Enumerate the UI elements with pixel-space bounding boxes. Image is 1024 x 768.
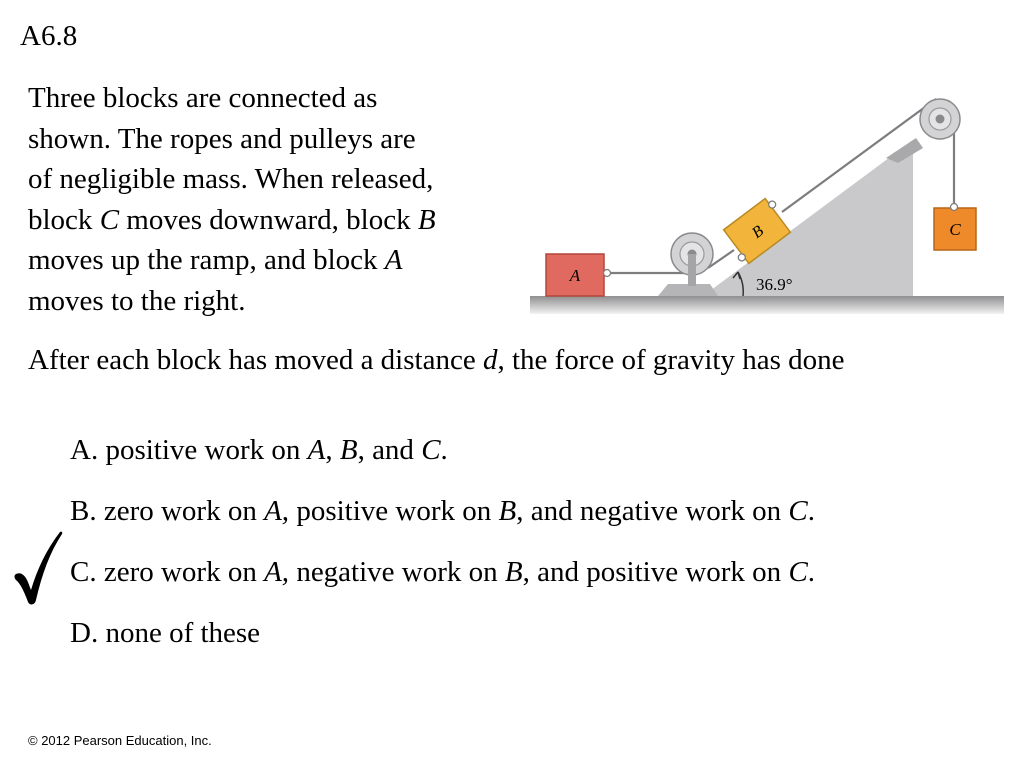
answer-choice-b[interactable]: B. zero work on A, positive work on B, a… <box>70 491 815 531</box>
italic-text: B <box>417 203 436 236</box>
rope-b-lower <box>707 249 735 269</box>
text-run: . <box>440 434 448 466</box>
block-b: B <box>722 197 792 265</box>
italic-text: C <box>99 203 120 236</box>
text-run: , and <box>357 434 422 466</box>
answer-choice-a[interactable]: A. positive work on A, B, and C. <box>70 430 448 470</box>
checkmark-shape <box>14 531 63 605</box>
text-run: Three blocks are connected as <box>28 82 378 114</box>
question-prompt: After each block has moved a distance d,… <box>28 340 845 380</box>
block-a: A <box>545 253 612 297</box>
top-pulley-bracket <box>886 138 923 163</box>
question-line: moves to the right. <box>28 281 518 322</box>
floor <box>530 296 1004 314</box>
rope-b-upper <box>781 98 937 213</box>
text-run: D. none of these <box>70 617 261 649</box>
slide-number: A6.8 <box>20 20 78 52</box>
block-c: C <box>933 202 977 251</box>
text-run: , and negative work on <box>516 495 789 527</box>
question-line: Three blocks are connected as <box>28 78 518 119</box>
text-run: moves to the right. <box>28 284 246 317</box>
text-run: moves up the ramp, and block <box>28 244 385 276</box>
text-run: of negligible mass. When released, <box>28 163 434 195</box>
answer-choice-d[interactable]: D. none of these <box>70 613 260 653</box>
italic-text: A <box>384 244 403 276</box>
question-line: shown. The ropes and pulleys are <box>28 119 518 160</box>
italic-text: A, <box>264 495 290 527</box>
text-run: negative work on <box>289 556 505 588</box>
question-line: moves up the ramp, and block A <box>28 240 518 281</box>
text-run: , the force of gravity has done <box>497 344 845 376</box>
angle-arrowhead <box>732 271 741 280</box>
checkmark-icon <box>14 531 63 605</box>
text-run: C. zero work on <box>70 556 265 588</box>
italic-text: A <box>307 434 326 466</box>
text-run: B. zero work on <box>70 495 265 527</box>
angle-label: 36.9° <box>756 275 793 294</box>
text-run: After each block has moved a distance <box>28 344 483 376</box>
lower-pulley-base <box>658 284 718 296</box>
blocks-pulley-diagram: 36.9° A C B <box>530 98 1004 314</box>
text-run: , and positive work on <box>522 556 789 588</box>
italic-text: B <box>504 556 523 588</box>
question-line: block C moves downward, block B <box>28 200 518 241</box>
answer-choice-c[interactable]: C. zero work on A, negative work on B, a… <box>70 552 815 592</box>
ramp <box>703 140 913 296</box>
italic-text: d <box>482 344 498 376</box>
block-a-label: A <box>569 266 581 285</box>
question-text: Three blocks are connected as shown. The… <box>28 78 518 321</box>
lower-pulley <box>670 232 714 286</box>
italic-text: C <box>421 434 441 466</box>
italic-text: C <box>788 556 808 588</box>
block-c-label: C <box>949 220 961 239</box>
text-run: , <box>325 434 340 466</box>
top-pulley <box>919 98 961 140</box>
italic-text: B <box>498 495 517 527</box>
italic-text: C <box>788 495 808 527</box>
text-run: . <box>807 495 816 527</box>
text-run: A. positive work on <box>70 434 308 466</box>
text-run: block <box>28 203 100 236</box>
text-run: positive work on <box>289 495 499 527</box>
text-run: moves downward, block <box>119 203 418 236</box>
copyright-notice: © 2012 Pearson Education, Inc. <box>28 733 212 748</box>
text-run: shown. The ropes and pulleys are <box>28 122 416 155</box>
italic-text: A, <box>264 556 290 588</box>
question-line: of negligible mass. When released, <box>28 159 518 200</box>
text-run: . <box>807 556 816 588</box>
italic-text: B <box>339 434 358 466</box>
